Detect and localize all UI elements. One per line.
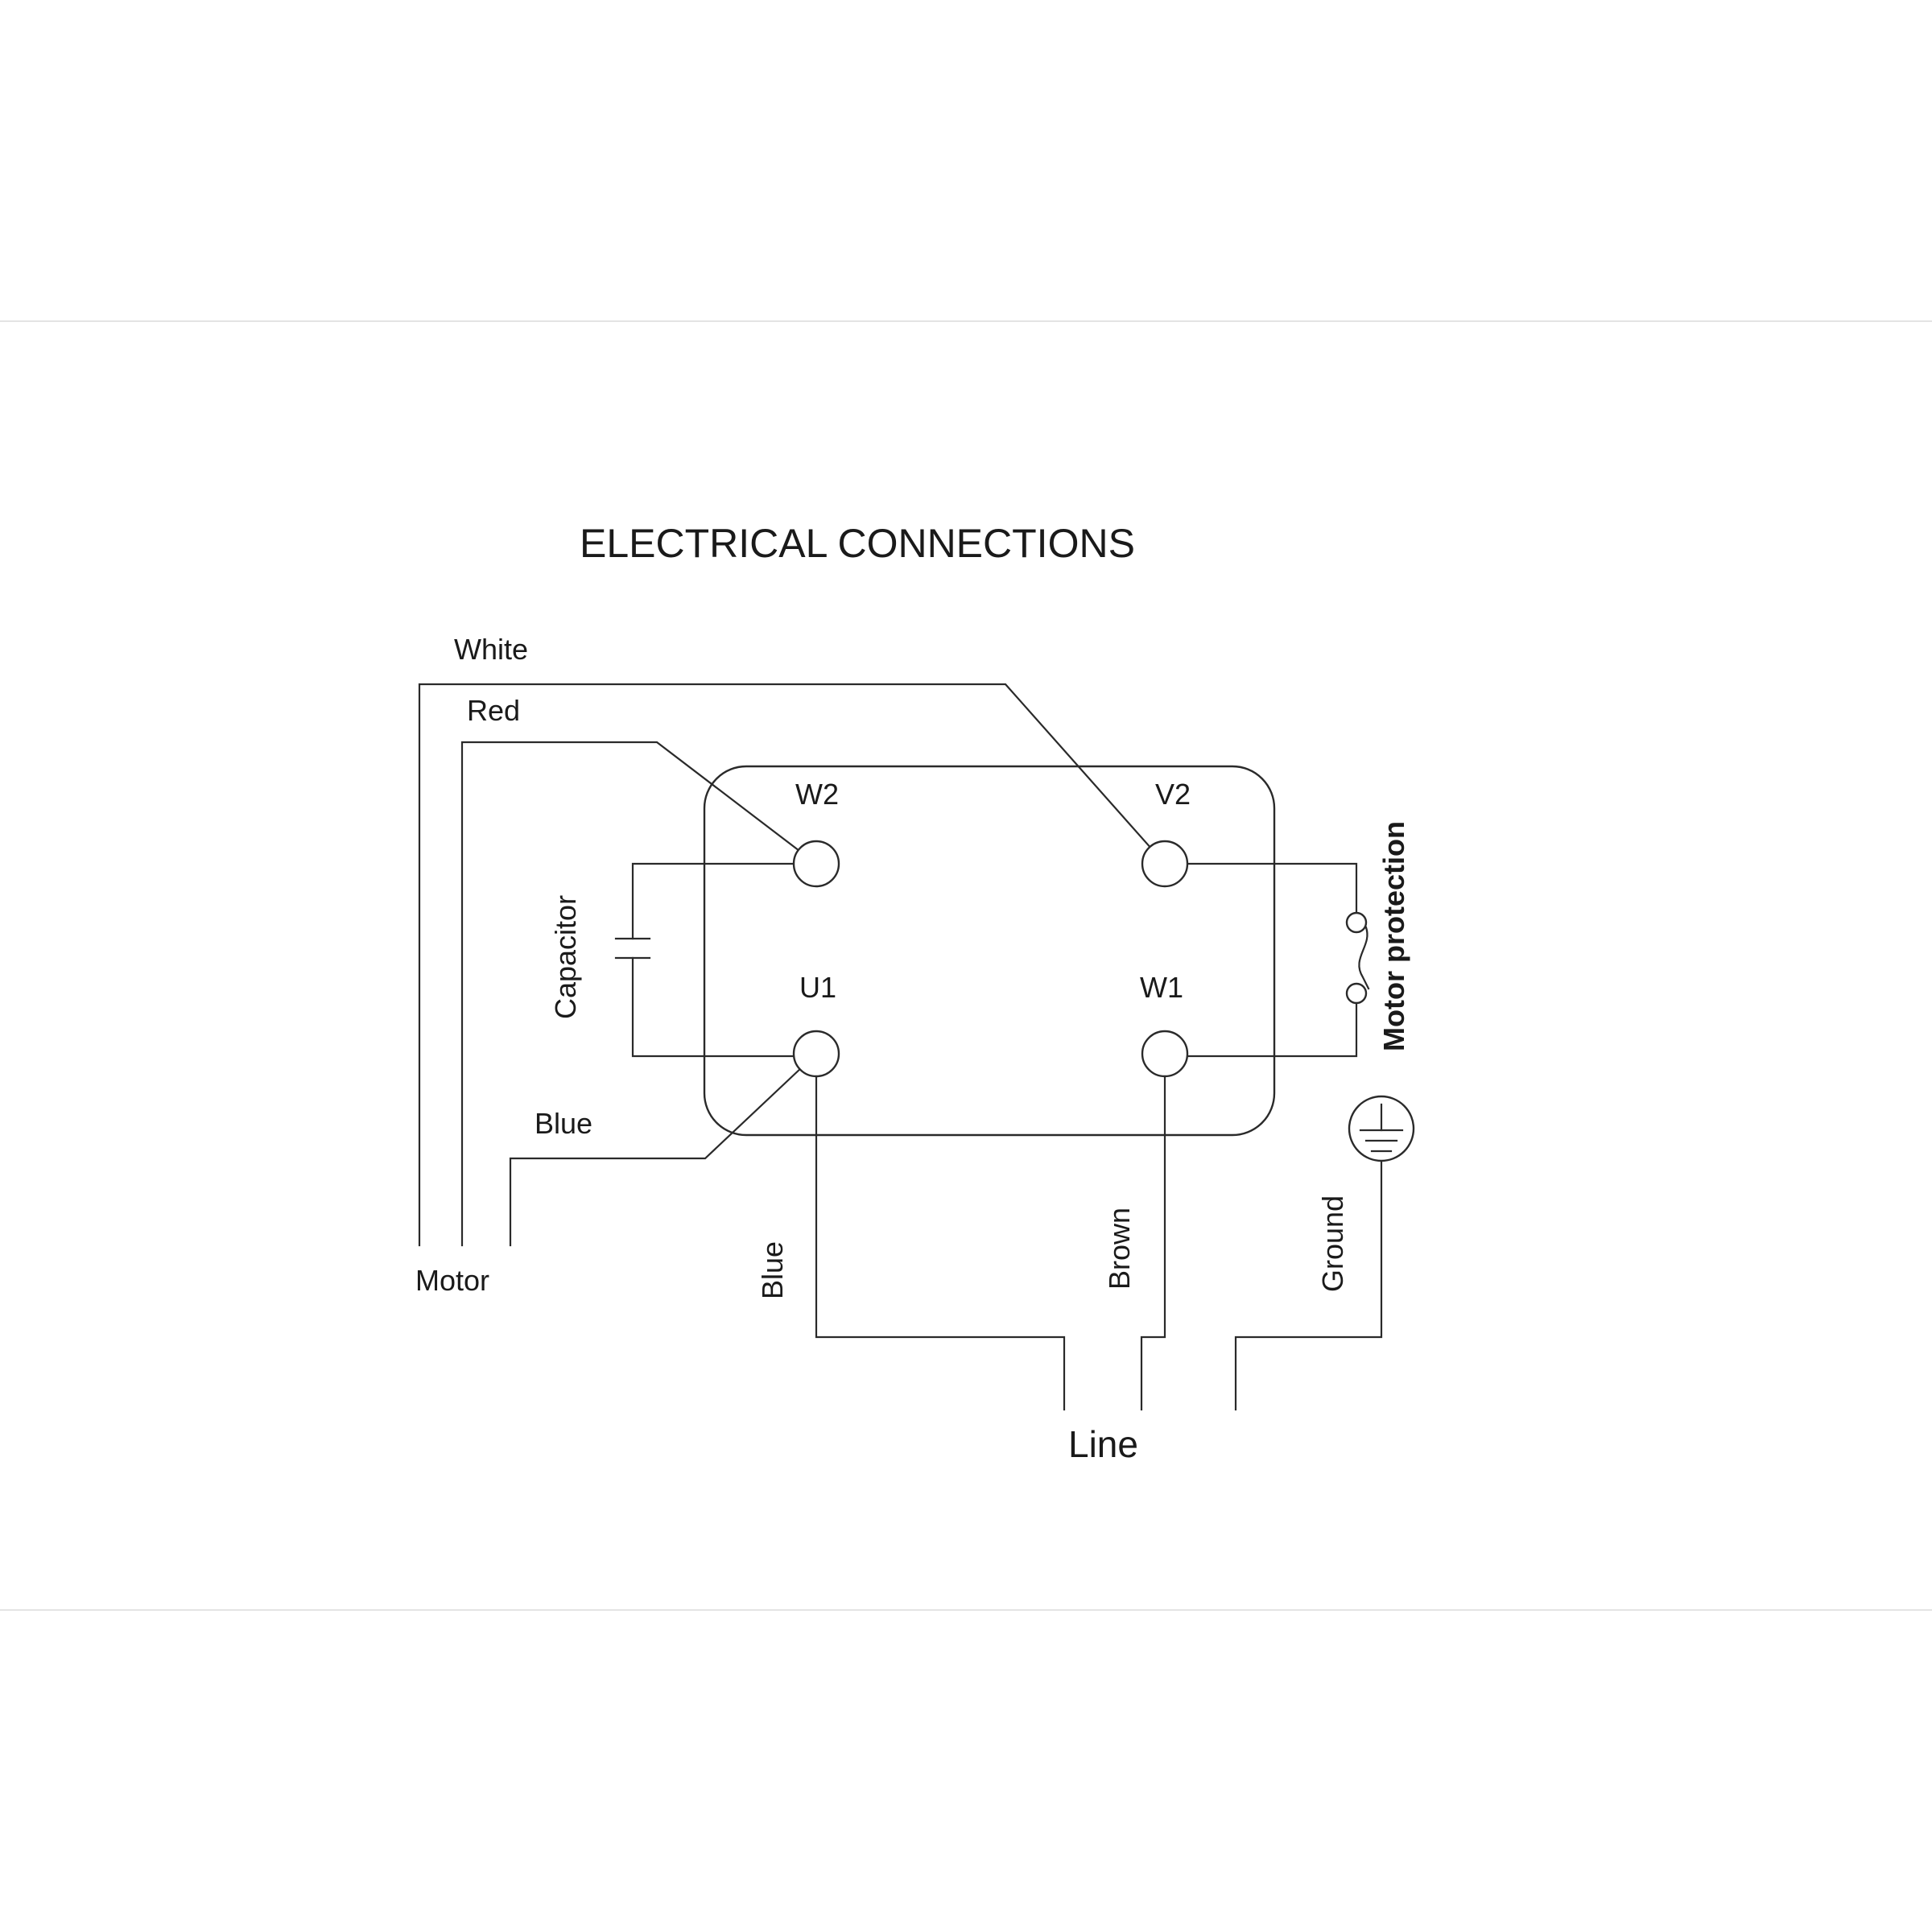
- line-label: Line: [1068, 1423, 1138, 1465]
- blue-line-wire: [815, 1067, 1066, 1411]
- capacitor-wire: [631, 862, 799, 940]
- motor-protection-contact-top: [1345, 911, 1368, 934]
- wire-label-ground: Ground: [1316, 1195, 1349, 1292]
- terminal-box: [703, 765, 1276, 1137]
- terminal-u1: [792, 1030, 840, 1078]
- terminal-label-w2: W2: [795, 778, 839, 811]
- capacitor-wire-lower: [631, 956, 799, 1058]
- terminal-label-w1: W1: [1140, 971, 1183, 1004]
- motor-protection-switch: [1358, 926, 1370, 990]
- motor-label: Motor: [415, 1264, 489, 1297]
- motor-protection-label: Motor protection: [1377, 821, 1410, 1051]
- motor-protection-wire-lower: [1187, 1001, 1358, 1058]
- blue-motor-wire: [509, 1052, 818, 1247]
- capacitor-label: Capacitor: [549, 895, 582, 1019]
- wire-label-red: Red: [467, 694, 520, 727]
- wire-label-white: White: [454, 633, 528, 666]
- terminal-w2: [792, 840, 840, 888]
- brown-line-wire: [1140, 1067, 1166, 1411]
- white-wire: [418, 683, 1166, 1247]
- terminal-v2: [1141, 840, 1189, 888]
- wire-label-brown: Brown: [1103, 1208, 1136, 1290]
- wire-label-blue-line: Blue: [756, 1241, 789, 1299]
- motor-protection-wire: [1187, 862, 1358, 914]
- wire-label-blue-motor: Blue: [535, 1107, 592, 1140]
- motor-protection-contact-bottom: [1345, 982, 1368, 1005]
- terminal-label-v2: V2: [1155, 778, 1191, 811]
- diagram-title: ELECTRICAL CONNECTIONS: [580, 521, 1135, 566]
- terminal-label-u1: U1: [799, 971, 836, 1004]
- terminal-w1: [1141, 1030, 1189, 1078]
- ground-line-wire: [1234, 1159, 1383, 1411]
- red-wire: [460, 741, 818, 1247]
- ground-icon: [1348, 1095, 1415, 1162]
